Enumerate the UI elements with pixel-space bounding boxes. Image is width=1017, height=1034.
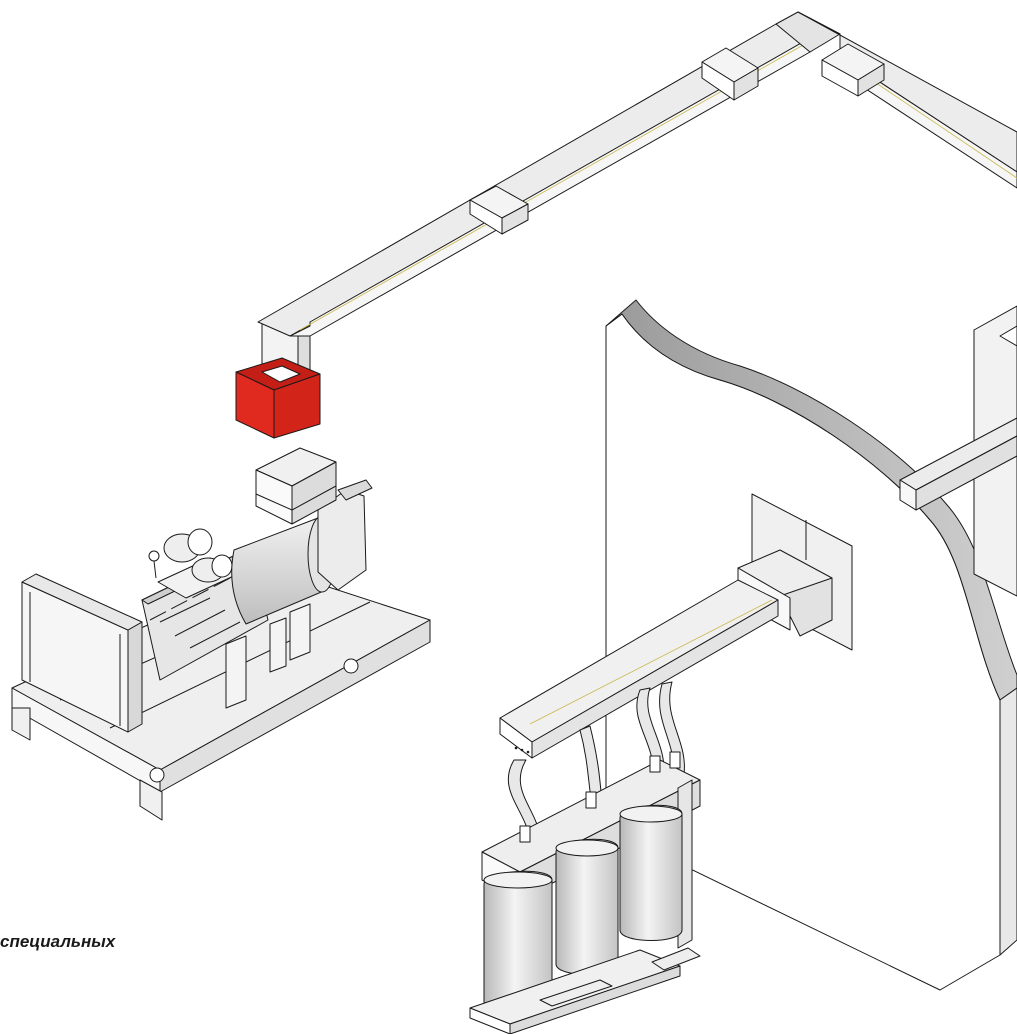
busbar-trunking: [257, 11, 1017, 387]
radiator-top: [21, 573, 143, 631]
diesel-generator-set: [11, 447, 431, 821]
busbar-accent-line: [299, 43, 806, 331]
red-adapter-box: [235, 357, 321, 439]
base-lifting-hole: [149, 767, 165, 783]
generator-terminal-box: [255, 447, 337, 525]
busbar-joint: [701, 47, 759, 101]
transformer-coil: [619, 804, 683, 941]
base-lifting-hole: [343, 658, 359, 674]
busbar-wall-run: [899, 417, 1017, 511]
transformer: [469, 681, 701, 1034]
busbar-joint: [469, 185, 529, 235]
radiator-side: [127, 621, 143, 733]
transformer-coil: [555, 838, 619, 975]
busbar-tapoff: [514, 746, 530, 754]
wall-side: [999, 687, 1017, 956]
busbar-joint: [821, 43, 885, 97]
through-wall-busbar: [499, 549, 833, 759]
caption-text: специальных: [0, 932, 116, 951]
generator-base-side: [159, 619, 431, 793]
